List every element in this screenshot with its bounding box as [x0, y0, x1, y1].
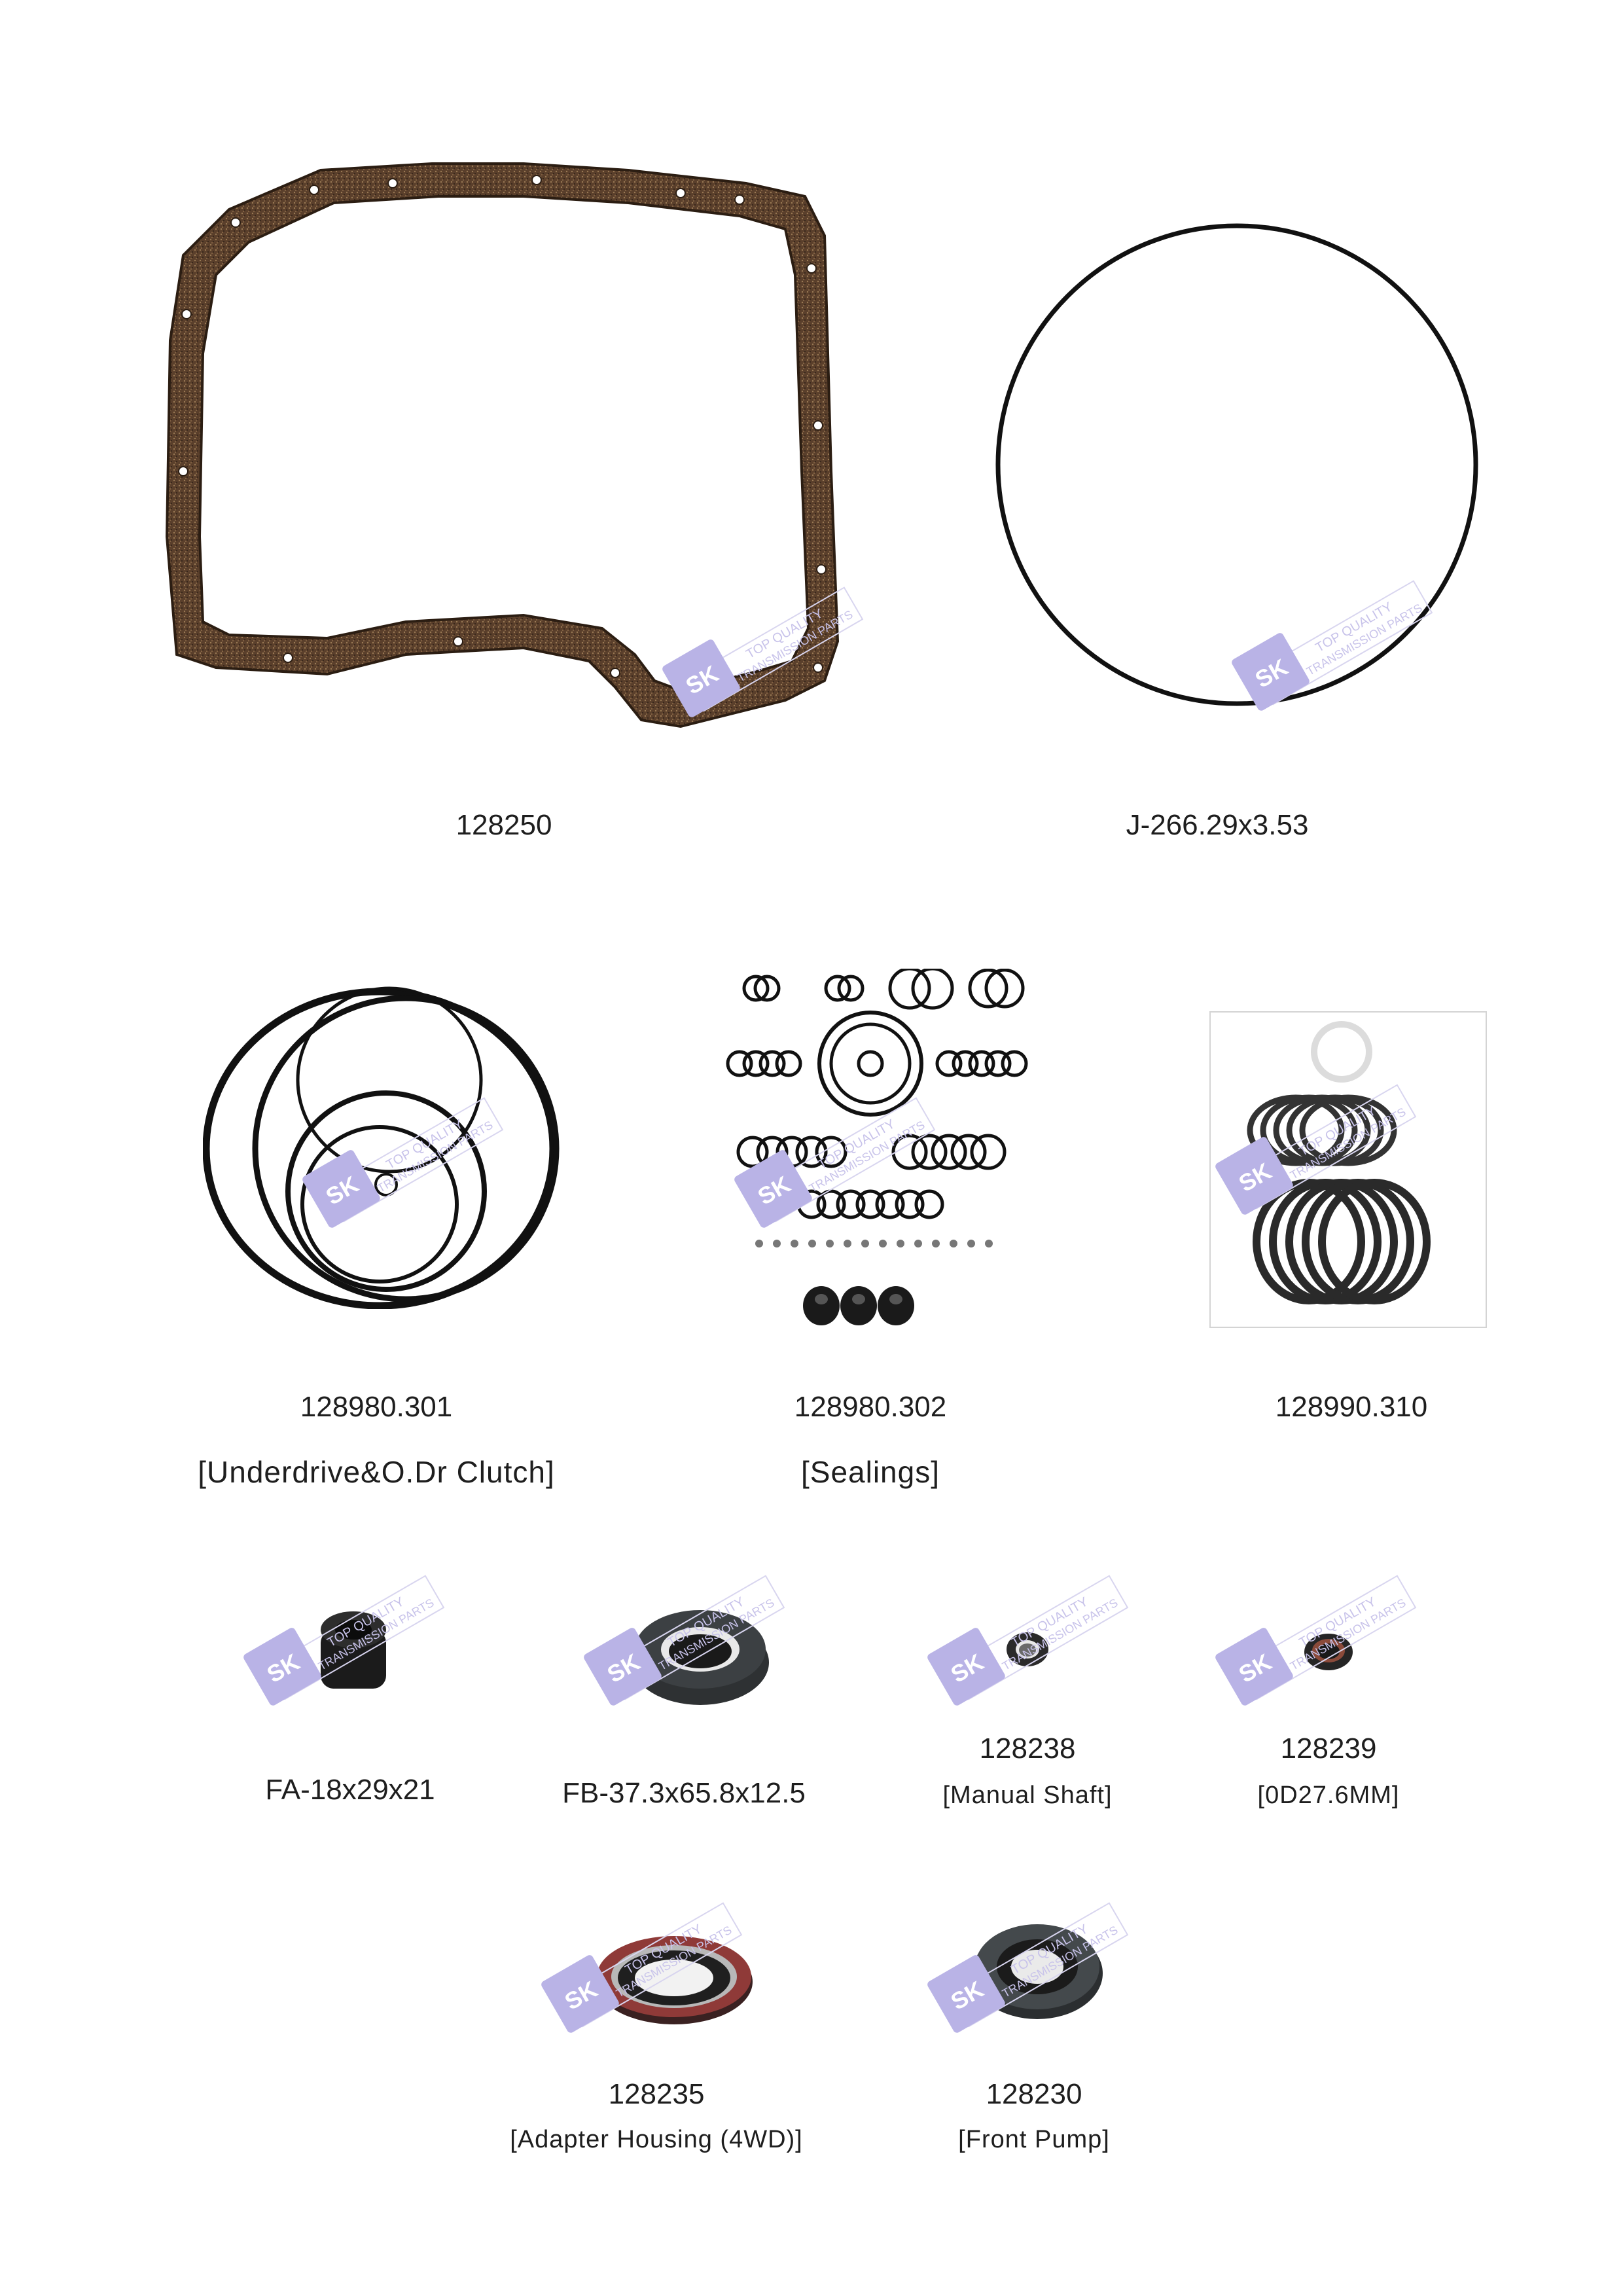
- fb-seal-image: [628, 1600, 772, 1708]
- adapter-housing-seal-image: [592, 1924, 756, 2029]
- watermark-9: TOP QUALITY TRANSMISSION PARTS SK: [1207, 1558, 1430, 1718]
- caption-128980-302: 128980.302: [794, 1391, 947, 1423]
- watermark-1: TOP QUALITY TRANSMISSION PARTS SK: [654, 569, 877, 730]
- desc-sealings: [Sealings]: [800, 1455, 940, 1489]
- watermark-2: TOP QUALITY TRANSMISSION PARTS SK: [1224, 563, 1446, 723]
- caption-j-266: J-266.29x3.53: [1126, 809, 1309, 841]
- caption-128230: 128230: [986, 2078, 1082, 2110]
- caption-128250: 128250: [455, 809, 552, 841]
- o-ring-large-image: [988, 216, 1486, 713]
- fa-seal-image: [314, 1604, 393, 1695]
- watermark-3: TOP QUALITY TRANSMISSION PARTS SK: [294, 1080, 517, 1240]
- caption-fb-37-3x65-8x12-5: FB-37.3x65.8x12.5: [562, 1777, 806, 1809]
- caption-128239: 128239: [1280, 1732, 1377, 1765]
- desc-adapter-housing: [Adapter Housing (4WD)]: [510, 2126, 803, 2153]
- desc-0d27-6mm: [0D27.6MM]: [1257, 1782, 1400, 1809]
- caption-128238: 128238: [979, 1732, 1076, 1765]
- desc-front-pump: [Front Pump]: [958, 2126, 1110, 2153]
- front-pump-seal-image: [969, 1911, 1106, 2022]
- desc-manual-shaft: [Manual Shaft]: [942, 1782, 1113, 1809]
- caption-fa-18x29x21: FA-18x29x21: [265, 1774, 435, 1806]
- caption-128235: 128235: [608, 2078, 705, 2110]
- watermark-7: TOP QUALITY TRANSMISSION PARTS SK: [576, 1558, 798, 1718]
- manual-shaft-seal-image: [1005, 1630, 1050, 1669]
- watermark-4: TOP QUALITY TRANSMISSION PARTS SK: [726, 1080, 949, 1240]
- watermark-6: TOP QUALITY TRANSMISSION PARTS SK: [236, 1558, 458, 1718]
- watermark-10: TOP QUALITY TRANSMISSION PARTS SK: [533, 1885, 756, 2045]
- sealings-kit-image: [713, 967, 1054, 1335]
- od-seal-image: [1302, 1630, 1355, 1672]
- desc-underdrive-clutch: [Underdrive&O.Dr Clutch]: [198, 1455, 555, 1489]
- caption-128990-310: 128990.310: [1275, 1391, 1428, 1423]
- watermark-5: TOP QUALITY TRANSMISSION PARTS SK: [1207, 1067, 1430, 1227]
- watermark-8: TOP QUALITY TRANSMISSION PARTS SK: [919, 1558, 1142, 1718]
- caption-128980-301: 128980.301: [300, 1391, 453, 1423]
- clutch-kit-image: [202, 982, 563, 1310]
- watermark-11: TOP QUALITY TRANSMISSION PARTS SK: [919, 1885, 1142, 2045]
